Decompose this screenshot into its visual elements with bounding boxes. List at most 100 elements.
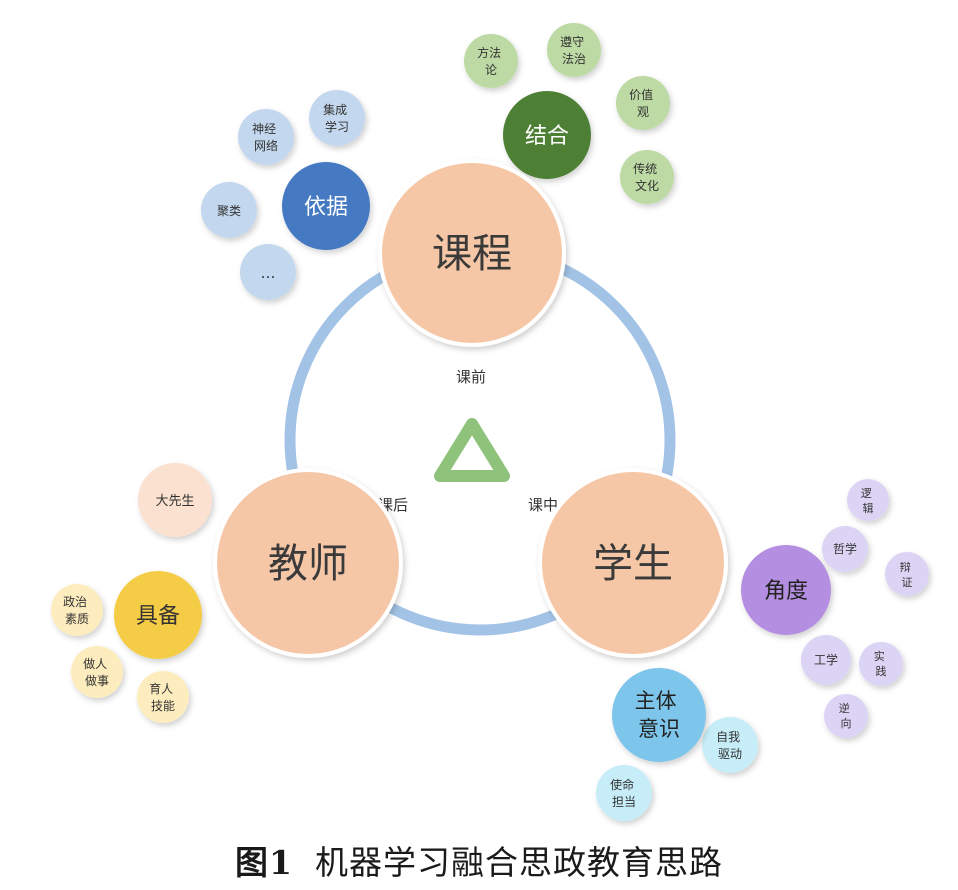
- angle-item-practice-line2: 践: [876, 664, 887, 678]
- possess-item-political-line1: 政治: [63, 595, 87, 609]
- hub-teacher: 教师: [213, 468, 403, 658]
- combine-item-tradition: [620, 150, 674, 204]
- angle-item-dialectic: [885, 552, 929, 596]
- possess-item-political-line2: 素质: [65, 612, 89, 626]
- svg-text:神经 网络: 神经 网络: [252, 122, 280, 153]
- angle-item-practice-line1: 实: [874, 649, 885, 663]
- possess-item-teaching-line1: 育人: [149, 681, 173, 696]
- cycle-label-during: 课中: [528, 496, 558, 514]
- basis-node-label: 依据: [304, 195, 348, 220]
- angle-item-dialectic-line2: 证: [902, 576, 913, 589]
- svg-text:传统 文化: 传统 文化: [633, 161, 661, 193]
- svg-text:方法 论: 方法 论: [477, 45, 505, 77]
- hub-student: 学生: [538, 468, 728, 658]
- possess-item-teaching-line2: 技能: [151, 699, 175, 713]
- angle-item-reverse: [824, 694, 868, 738]
- basis-item-ensemble-line2: 学习: [325, 119, 349, 134]
- angle-item-dialectic-line1: 辩: [900, 560, 911, 574]
- combine-item-rule-of-law-line2: 法治: [562, 52, 586, 66]
- basis-node: [282, 162, 370, 250]
- figure-title: 机器学习融合思政教育思路: [314, 843, 723, 882]
- subject-cluster: 自我 驱动 使命 担当 主体 意识: [596, 668, 758, 821]
- figure-caption: 图1 机器学习融合思政教育思路: [0, 836, 958, 884]
- hub-course-circle: [378, 159, 566, 347]
- subject-node-label-line1: 主体: [635, 689, 677, 713]
- svg-text:价值 观: 价值 观: [629, 87, 657, 119]
- cycle-triangle-icon: [434, 418, 510, 482]
- angle-item-logic-line2: 辑: [863, 501, 874, 515]
- basis-item-more: [240, 244, 296, 300]
- combine-item-method: [464, 34, 518, 88]
- svg-text:实 践: 实 践: [874, 649, 889, 678]
- combine-node: [503, 91, 591, 179]
- basis-item-clustering: [201, 182, 257, 238]
- basis-item-more-label: …: [261, 264, 276, 282]
- hub-course: 课程: [378, 159, 566, 347]
- angle-item-logic-line1: 逻: [861, 487, 872, 500]
- combine-item-values: [616, 76, 670, 130]
- angle-node-label: 角度: [764, 579, 808, 604]
- svg-text:辩 证: 辩 证: [900, 560, 915, 589]
- basis-item-neural-network-line2: 网络: [254, 138, 278, 153]
- possess-item-conduct-line1: 做人: [83, 656, 107, 671]
- subject-item-self-drive-line2: 驱动: [718, 747, 742, 761]
- possess-node: [114, 571, 202, 659]
- basis-cluster: 神经 网络 集成 学习 聚类 … 依据: [201, 90, 370, 300]
- basis-item-ensemble: [309, 90, 365, 146]
- angle-item-philosophy: [822, 526, 868, 572]
- possess-item-conduct: [71, 646, 123, 698]
- angle-item-engineering-label: 工学: [814, 652, 838, 667]
- basis-item-ensemble-line1: 集成: [323, 102, 347, 117]
- svg-text:使命 担当: 使命 担当: [610, 777, 638, 809]
- figure-number: 图1: [235, 843, 293, 882]
- angle-item-practice: [859, 642, 903, 686]
- angle-cluster: 逻 辑 哲学 辩 证 工学 实 践 逆 向 角度: [741, 479, 929, 738]
- svg-text:遵守 法治: 遵守 法治: [560, 34, 588, 66]
- subject-item-mission-line2: 担当: [612, 795, 636, 809]
- subject-item-self-drive-line1: 自我: [716, 730, 740, 744]
- basis-item-clustering-label: 聚类: [217, 204, 241, 218]
- svg-text:逻 辑: 逻 辑: [861, 487, 876, 515]
- angle-item-logic: [847, 479, 889, 521]
- hub-student-label: 学生: [593, 541, 673, 587]
- svg-text:做人 做事: 做人 做事: [83, 656, 111, 688]
- svg-text:育人 技能: 育人 技能: [149, 681, 177, 713]
- subject-node: [612, 668, 706, 762]
- basis-item-neural-network-line1: 神经: [252, 122, 276, 136]
- angle-item-philosophy-label: 哲学: [833, 541, 857, 556]
- svg-text:自我 驱动: 自我 驱动: [716, 730, 744, 761]
- combine-item-rule-of-law-line1: 遵守: [560, 34, 584, 49]
- subject-node-label-line2: 意识: [638, 717, 680, 741]
- combine-item-values-line1: 价值: [629, 87, 653, 102]
- combine-item-tradition-line2: 文化: [635, 178, 659, 193]
- combine-item-rule-of-law: [547, 23, 601, 77]
- possess-item-conduct-line2: 做事: [85, 673, 109, 688]
- combine-item-method-line1: 方法: [477, 45, 501, 60]
- possess-cluster: 政治 素质 做人 做事 育人 技能 具备: [51, 571, 202, 723]
- angle-node: [741, 545, 831, 635]
- hub-teacher-label: 教师: [268, 541, 348, 587]
- hub-teacher-circle: [213, 468, 403, 658]
- subject-item-self-drive: [702, 717, 758, 773]
- possess-item-teaching: [137, 671, 189, 723]
- svg-text:主体 意识: 主体 意识: [635, 689, 684, 741]
- combine-item-method-line2: 论: [485, 63, 497, 77]
- basis-item-neural-network: [238, 109, 294, 165]
- mentor-circle: [138, 463, 212, 537]
- angle-item-engineering: [801, 635, 851, 685]
- combine-item-tradition-line1: 传统: [633, 161, 657, 176]
- hub-course-label: 课程: [432, 231, 512, 277]
- subject-item-mission: [596, 765, 652, 821]
- subject-item-mission-line1: 使命: [610, 777, 634, 792]
- combine-item-values-line2: 观: [637, 105, 649, 119]
- possess-node-label: 具备: [136, 604, 180, 629]
- angle-item-reverse-line2: 向: [841, 716, 852, 730]
- hub-student-circle: [538, 468, 728, 658]
- mentor-label: 大先生: [155, 494, 194, 509]
- svg-text:政治 素质: 政治 素质: [63, 595, 91, 626]
- svg-text:逆 向: 逆 向: [839, 701, 854, 730]
- possess-item-political: [51, 584, 103, 636]
- combine-cluster: 方法 论 遵守 法治 价值 观 传统 文化 结合: [464, 23, 674, 204]
- combine-node-label: 结合: [525, 124, 569, 149]
